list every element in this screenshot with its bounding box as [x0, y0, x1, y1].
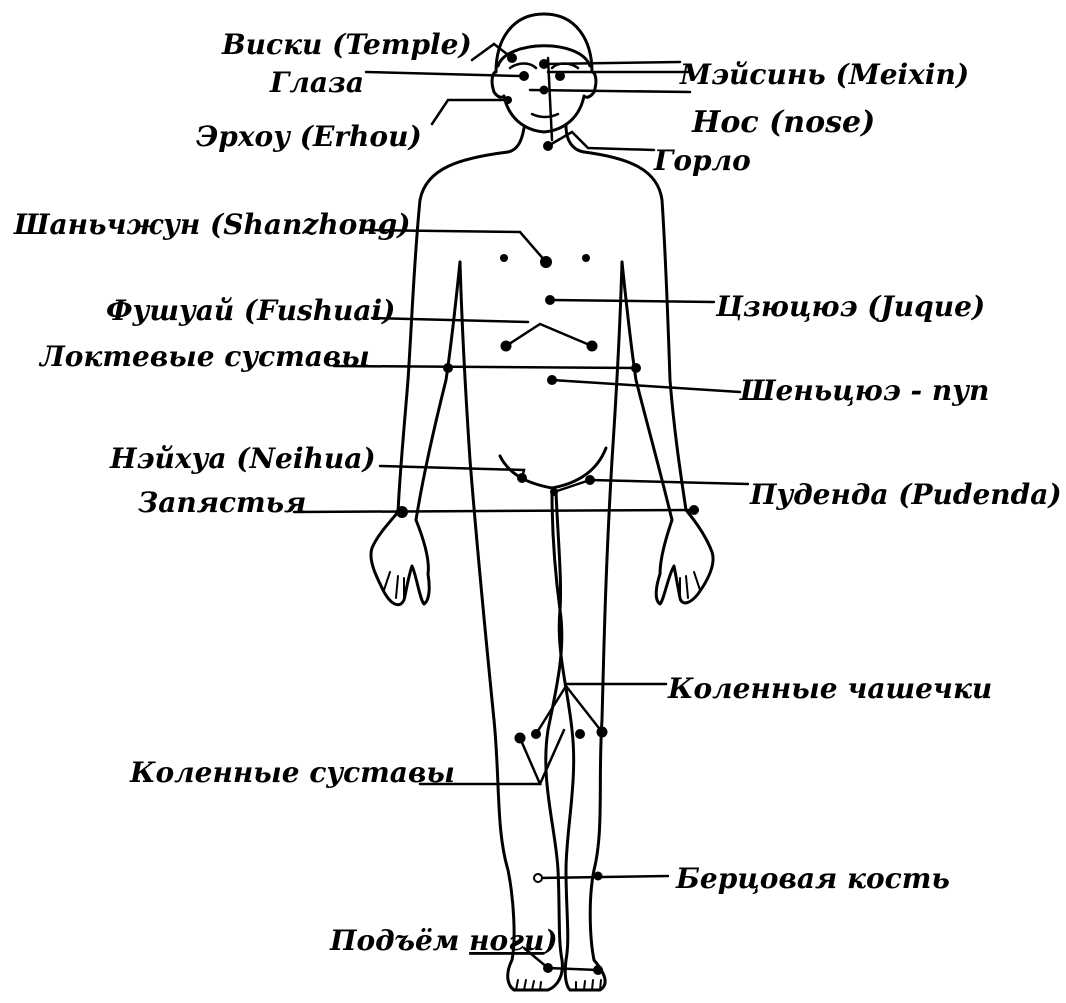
label-instep-prefix: Подъём — [329, 924, 469, 957]
point-shanzhong — [540, 256, 552, 268]
point-elbow-right — [631, 363, 641, 373]
eyebrow-left — [510, 64, 536, 69]
point-elbow-left — [443, 363, 453, 373]
neck-right — [566, 126, 584, 152]
label-throat: Горло — [653, 144, 751, 177]
label-instep-underlined: ноги — [469, 924, 544, 957]
label-knee-joints: Коленные суставы — [129, 756, 455, 789]
label-elbows: Локтевые суставы — [38, 340, 370, 373]
point-knee-right — [597, 727, 608, 738]
mouth — [532, 114, 558, 117]
labels-left: Виски (Temple) Глаза Эрхоу (Erhou) Шаньч… — [13, 28, 558, 957]
leader-lines — [294, 44, 748, 970]
point-pudenda — [585, 475, 595, 485]
label-erhou: Эрхоу (Erhou) — [196, 120, 422, 153]
label-juque: Цзюцюэ (Juque) — [715, 290, 985, 323]
leader-meixin-vert — [548, 58, 552, 140]
label-neihua: Нэйхуа (Neihua) — [109, 442, 376, 475]
point-kneecap-left — [531, 729, 541, 739]
leg-right-outer — [570, 460, 612, 990]
point-fushuai-right — [587, 341, 598, 352]
point-eye-left — [519, 71, 529, 81]
point-erhou — [504, 96, 512, 104]
label-wrists: Запястья — [138, 486, 306, 519]
point-nose — [540, 86, 549, 95]
labels-right: Мэйсинь (Meixin) Нос (nose) Горло Цзюцюэ… — [653, 58, 1062, 895]
leader-throat — [548, 132, 654, 150]
torso-arm-right-outer — [584, 152, 713, 604]
point-nipple-left — [500, 254, 508, 262]
point-shin-right — [594, 872, 603, 881]
label-nose: Нос (nose) — [691, 105, 875, 140]
label-kneecaps: Коленные чашечки — [667, 672, 992, 705]
point-kneecap-right — [575, 729, 585, 739]
label-meixin: Мэйсинь (Meixin) — [679, 58, 969, 91]
leader-pudenda — [554, 480, 748, 492]
leader-juque — [550, 300, 714, 302]
leader-wrists — [294, 510, 694, 512]
point-wrist-right — [689, 505, 699, 515]
label-fushuai: Фушуай (Fushuai) — [106, 294, 395, 327]
label-temple: Виски (Temple) — [221, 28, 472, 61]
point-juque — [545, 295, 555, 305]
point-nipple-right — [582, 254, 590, 262]
point-instep-right — [593, 965, 603, 975]
label-shenque: Шеньцюэ - пуп — [739, 374, 989, 407]
leader-nose — [530, 90, 690, 92]
arm-left-inner — [416, 262, 460, 520]
point-throat — [543, 141, 553, 151]
torso-waist-right — [612, 262, 622, 460]
point-eye-right — [555, 71, 565, 81]
point-wrist-left — [396, 506, 408, 518]
label-instep: Подъём ноги) — [329, 924, 558, 957]
leader-erhou — [432, 100, 508, 124]
leader-temple — [472, 44, 512, 60]
point-shin-left — [534, 874, 542, 882]
label-pudenda: Пуденда (Pudenda) — [749, 478, 1062, 511]
torso-waist-left — [460, 262, 470, 460]
label-shanzhong: Шаньчжун (Shanzhong) — [13, 208, 410, 241]
label-eyes: Глаза — [269, 66, 364, 99]
point-knee-left — [515, 733, 526, 744]
leader-fushuai-v — [506, 324, 592, 346]
point-neihua — [517, 473, 527, 483]
point-fushuai-left — [501, 341, 512, 352]
point-meixin — [539, 59, 549, 69]
label-shinbone: Берцовая кость — [675, 862, 950, 895]
point-temple — [507, 53, 517, 63]
neck-left — [508, 128, 524, 152]
point-instep-left — [543, 963, 553, 973]
leader-shenque — [552, 380, 740, 392]
point-shenque — [547, 375, 557, 385]
point-groin — [550, 488, 558, 496]
leader-elbows — [334, 366, 636, 368]
leg-left-outer — [470, 460, 548, 990]
acupoints — [396, 53, 699, 975]
